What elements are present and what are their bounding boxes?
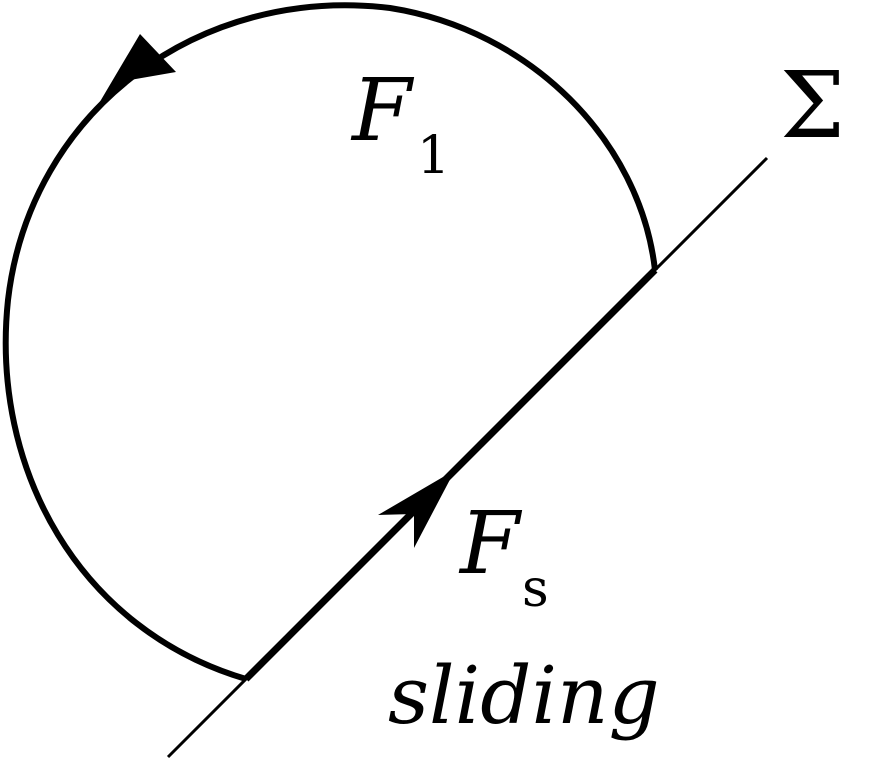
- orbit-arc: [2, 2, 658, 682]
- sliding-arrow-icon: [378, 470, 455, 548]
- orbit-arrow-icon: [98, 34, 176, 105]
- surface-label: Σ: [780, 52, 845, 159]
- segment-label: F: [458, 494, 523, 594]
- orbit-label: F: [350, 61, 415, 161]
- orbit-label-subscript: 1: [417, 126, 450, 186]
- segment-label-subscript: s: [522, 559, 549, 619]
- caption: sliding: [388, 649, 660, 742]
